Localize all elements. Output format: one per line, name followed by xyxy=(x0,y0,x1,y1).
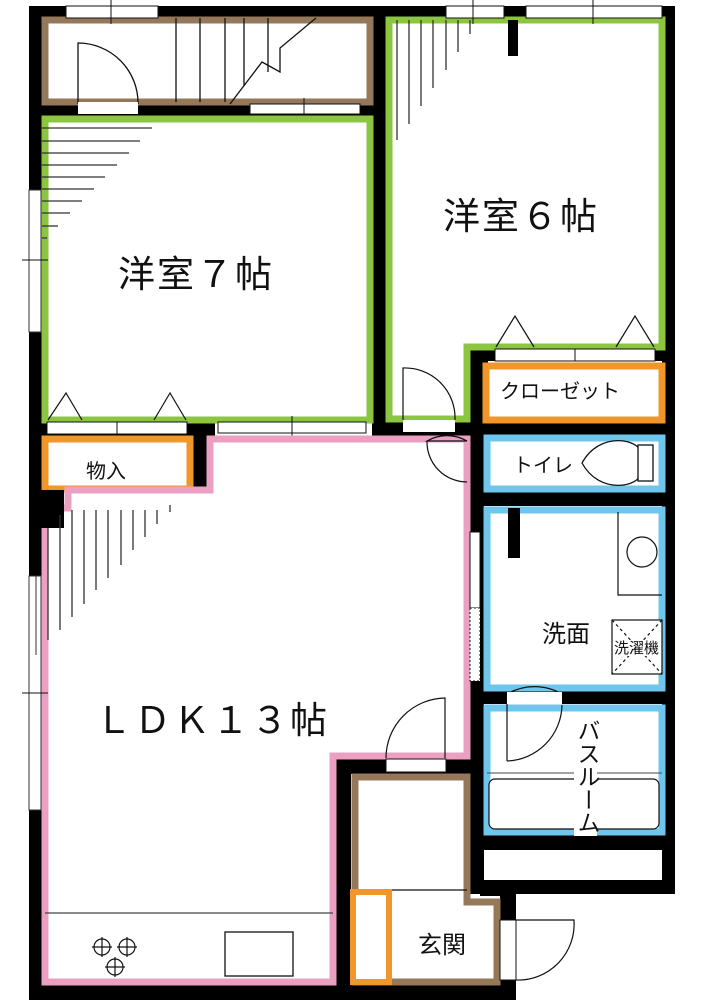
ldk-room xyxy=(22,435,481,986)
folding-door-icon xyxy=(47,391,187,421)
sink-icon xyxy=(224,931,294,977)
room-label-toilet: トイレ xyxy=(513,453,573,477)
room-label-western-7: 洋室７帖 xyxy=(118,253,274,296)
room-label-bathroom: バスルーム xyxy=(573,717,599,836)
stair-room xyxy=(41,0,374,122)
room-label-washroom: 洗面 xyxy=(542,620,590,648)
storage-shelves-icon xyxy=(42,127,152,239)
stove-icon xyxy=(92,937,137,977)
shoe-closet xyxy=(350,889,392,985)
room-label-storage: 物入 xyxy=(86,459,126,483)
entrance-hall xyxy=(350,773,575,986)
room-label-ldk: ＬＤＫ１３帖 xyxy=(95,699,329,742)
room-label-entrance: 玄関 xyxy=(418,931,466,959)
entrance-door-icon xyxy=(515,919,575,981)
toilet-room xyxy=(483,434,666,493)
room-label-western-6: 洋室６帖 xyxy=(443,195,599,238)
closet xyxy=(482,362,666,424)
western-room-7 xyxy=(22,115,374,440)
western-room-6 xyxy=(385,0,666,432)
wash-basin-icon xyxy=(617,512,662,596)
washroom xyxy=(483,506,666,692)
fixture-label-washing-machine: 洗濯機 xyxy=(614,639,660,657)
room-label-closet: クローゼット xyxy=(500,379,620,403)
toilet-bowl-icon xyxy=(581,439,654,487)
stairs-icon xyxy=(77,17,317,105)
